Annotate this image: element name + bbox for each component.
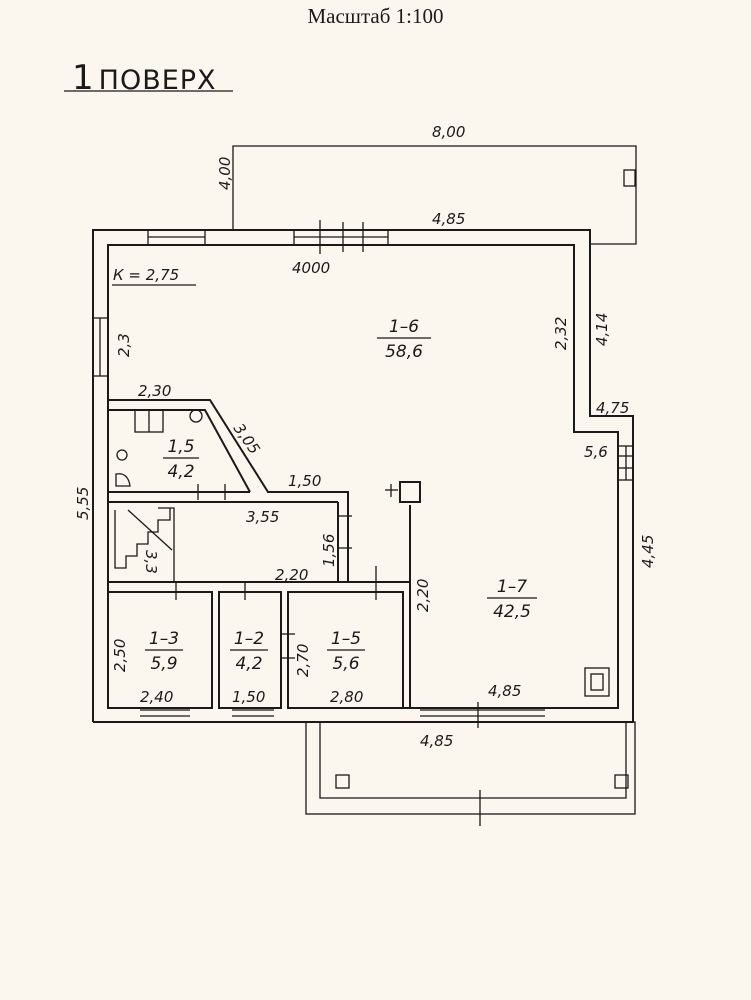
dim-room-1-7-left: 2,20 [414,579,432,612]
shower-icon [115,473,131,487]
top-terrace-post [623,169,636,187]
dim-top-terrace-width: 8,00 [432,123,465,141]
stairs [108,507,175,583]
dim-right-upper-inner: 2,32 [552,317,570,350]
room-1-7-label: 1–7 42,5 [487,577,537,622]
toilet-icon [116,449,128,461]
dim-step-width: 4,75 [596,399,629,417]
room-1-2-walls [218,591,282,709]
dim-corridor-width: 3,55 [246,508,279,526]
dim-room-1-3-width: 2,40 [140,688,173,706]
dim-right-upper-outer: 4,14 [593,313,611,346]
room-area: 5,6 [332,654,359,674]
dim-bath-top: 2,30 [138,382,171,400]
dim-room-1-2-width: 1,50 [232,688,265,706]
room-1-5-walls [287,591,404,709]
outer-wall-inner [107,244,619,709]
room-id: 1–7 [497,577,527,597]
room-area: 42,5 [493,602,531,622]
room-1-6-label: 1–6 58,6 [377,317,431,362]
stove-icon [584,667,610,697]
room-1-5-bath-label: 1,5 4,2 [163,437,199,482]
dim-bottom-terrace-width: 4,85 [420,732,453,750]
room-id: 1–2 [234,629,264,649]
room-area: 4,2 [235,654,262,674]
room-1-3-label: 1–3 5,9 [145,629,183,674]
dim-top-wall-left: 4000 [292,259,330,277]
dim-room-1-7-bottom: 4,85 [488,682,521,700]
floor-number: 1 [72,58,95,98]
dim-room-1-3-height: 2,50 [111,639,129,672]
bottom-terrace-outer [305,721,636,815]
dim-room-1-5-width: 2,80 [330,688,363,706]
sink-icon [189,409,203,423]
dim-top-terrace-depth: 4,00 [216,157,234,190]
dim-room-1-5-height: 2,70 [294,644,312,677]
room-1-2-label: 1–2 4,2 [230,629,268,674]
left-window [93,317,108,377]
dim-top-wall-right: 4,85 [432,210,465,228]
scale-title: Масштаб 1:100 [307,4,444,28]
bathtub-icon [134,409,164,433]
dim-stair-mark: 3,3 [142,550,160,574]
room-1-3-walls [107,591,213,709]
room-1-5-label: 1–5 5,6 [327,629,365,674]
dim-right-lower: 4,45 [639,535,657,568]
dim-left-total: 5,55 [74,487,92,520]
room-area: 5,9 [150,654,177,674]
dim-corridor-bottom: 2,20 [275,566,308,584]
terrace-post-left [335,774,350,789]
terrace-post-right [614,774,629,789]
room-id: 1–6 [389,317,419,337]
dim-left-top: 2,3 [115,333,133,357]
chimney-icon [399,481,421,503]
room-id: 1–3 [149,629,179,649]
top-terrace [232,145,637,245]
room-id: 1–5 [331,629,361,649]
bottom-windows [140,702,545,728]
dim-corridor-height: 1,56 [320,534,338,567]
room-area: 4,2 [167,462,194,482]
dim-k-height: К = 2,75 [113,266,179,284]
bathroom-wall-upper [108,399,349,582]
dim-corridor-top: 1,50 [288,472,321,490]
room-id: 1,5 [167,437,194,457]
top-window-center [293,220,389,254]
room-area: 58,6 [385,342,423,362]
right-window [618,445,633,481]
bottom-terrace-inner [319,722,627,799]
top-window-left [147,231,206,244]
dim-step-height: 5,6 [584,443,608,461]
